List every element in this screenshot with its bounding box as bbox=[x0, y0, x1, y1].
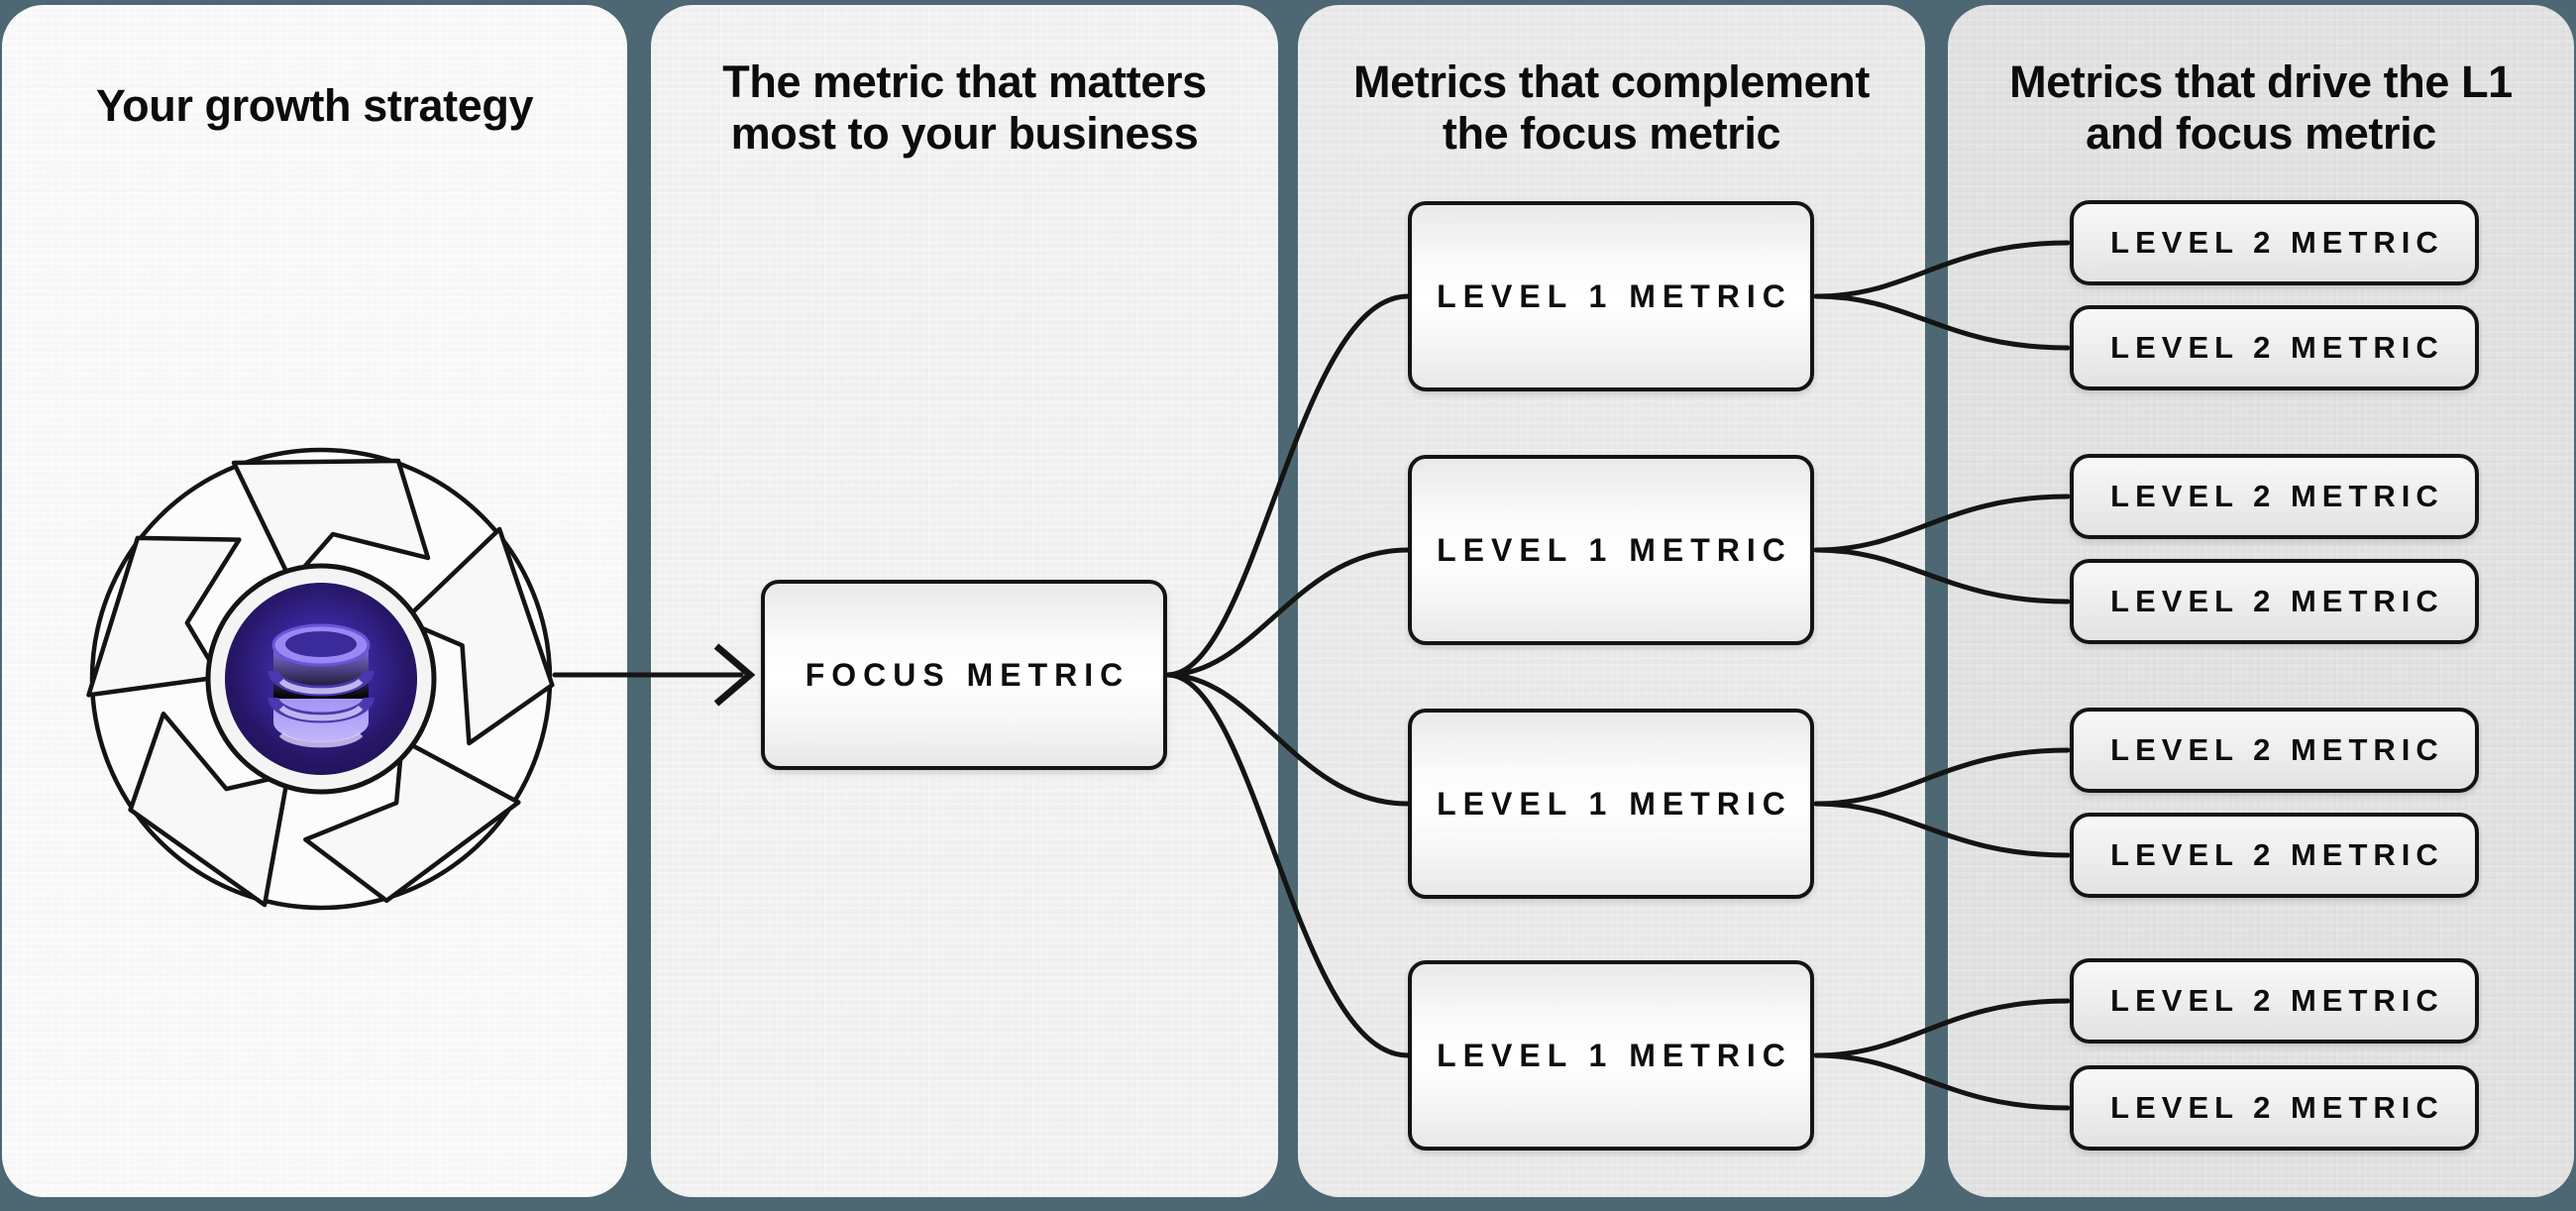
level1-metric-node-4: LEVEL 1 METRIC bbox=[1408, 960, 1814, 1151]
level2-metric-label: LEVEL 2 METRIC bbox=[2110, 732, 2444, 767]
flywheel-database-icon bbox=[86, 447, 555, 911]
title-line: the focus metric bbox=[1442, 108, 1781, 160]
level1-metric-label: LEVEL 1 METRIC bbox=[1437, 277, 1792, 314]
title-line: and focus metric bbox=[2086, 108, 2436, 160]
level2-metric-label: LEVEL 2 METRIC bbox=[2110, 584, 2444, 618]
level2-metric-node-1: LEVEL 2 METRIC bbox=[2070, 200, 2479, 285]
panel-title-growth-strategy: Your growth strategy bbox=[2, 80, 627, 132]
level2-metric-label: LEVEL 2 METRIC bbox=[2110, 983, 2444, 1018]
level2-metric-node-6: LEVEL 2 METRIC bbox=[2070, 813, 2479, 898]
title-line: Your growth strategy bbox=[95, 80, 534, 131]
level2-metric-label: LEVEL 2 METRIC bbox=[2110, 1090, 2444, 1125]
level1-metric-label: LEVEL 1 METRIC bbox=[1437, 1037, 1792, 1073]
title-line: Metrics that drive the L1 bbox=[2009, 56, 2513, 107]
level1-metric-node-3: LEVEL 1 METRIC bbox=[1408, 709, 1814, 899]
level2-metric-label: LEVEL 2 METRIC bbox=[2110, 479, 2444, 513]
level2-metric-node-3: LEVEL 2 METRIC bbox=[2070, 454, 2479, 539]
level2-metric-node-8: LEVEL 2 METRIC bbox=[2070, 1065, 2479, 1151]
title-line: Metrics that complement bbox=[1353, 56, 1870, 107]
level1-metric-label: LEVEL 1 METRIC bbox=[1437, 785, 1792, 822]
level1-metric-label: LEVEL 1 METRIC bbox=[1437, 531, 1792, 568]
database-icon bbox=[268, 623, 375, 748]
panel-title-level1-metrics: Metrics that complement the focus metric bbox=[1298, 56, 1925, 160]
title-line: most to your business bbox=[730, 108, 1199, 160]
panel-title-focus-metric: The metric that matters most to your bus… bbox=[651, 56, 1278, 160]
level2-metric-node-2: LEVEL 2 METRIC bbox=[2070, 305, 2479, 390]
level2-metric-label: LEVEL 2 METRIC bbox=[2110, 330, 2444, 365]
panel-title-level2-metrics: Metrics that drive the L1 and focus metr… bbox=[1948, 56, 2574, 160]
level2-metric-label: LEVEL 2 METRIC bbox=[2110, 837, 2444, 872]
level1-metric-node-1: LEVEL 1 METRIC bbox=[1408, 201, 1814, 391]
focus-metric-label: FOCUS METRIC bbox=[805, 656, 1130, 693]
level2-metric-node-7: LEVEL 2 METRIC bbox=[2070, 958, 2479, 1044]
level2-metric-node-5: LEVEL 2 METRIC bbox=[2070, 708, 2479, 793]
flywheel-blades bbox=[86, 458, 555, 908]
level2-metric-label: LEVEL 2 METRIC bbox=[2110, 225, 2444, 260]
level2-metric-node-4: LEVEL 2 METRIC bbox=[2070, 559, 2479, 644]
title-line: The metric that matters bbox=[722, 56, 1207, 107]
focus-metric-node: FOCUS METRIC bbox=[761, 580, 1167, 770]
level1-metric-node-2: LEVEL 1 METRIC bbox=[1408, 455, 1814, 645]
